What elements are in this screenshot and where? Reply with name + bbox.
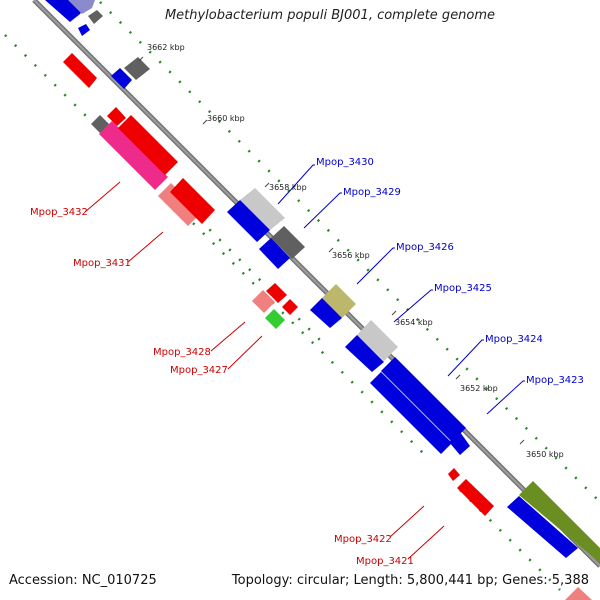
gene-3426-blue — [310, 298, 342, 328]
map-title-text: Methylobacterium populi BJ001, complete … — [164, 8, 496, 23]
gene-label-mpop-3421: Mpop_3421 — [356, 556, 414, 567]
tick-labels: 3662 kbp 3660 kbp 3658 kbp 3656 kbp 3654… — [147, 43, 564, 459]
gene-top-grey — [88, 10, 103, 24]
leader-lines-forward — [277, 164, 525, 415]
gene-3429-blue — [259, 238, 290, 269]
gene-3431-lightred — [158, 183, 201, 226]
gene-red-1 — [63, 53, 97, 88]
accession-text: Accession: NC_010725 — [9, 573, 157, 588]
map-title: Methylobacterium populi BJ001, complete … — [0, 8, 600, 23]
tick-label-3656: 3656 kbp — [332, 251, 370, 260]
gene-label-mpop-3430: Mpop_3430 — [316, 157, 374, 168]
tick-label-3658: 3658 kbp — [269, 183, 307, 192]
gene-3662-blue — [111, 68, 132, 89]
gene-3428-lightred — [252, 290, 275, 313]
gc-track-inner — [4, 34, 561, 591]
tick-label-3652: 3652 kbp — [460, 384, 498, 393]
tick-label-3662: 3662 kbp — [147, 43, 185, 52]
gene-3423-blue — [449, 432, 470, 455]
gene-label-mpop-3427: Mpop_3427 — [170, 365, 228, 376]
gene-label-mpop-3428: Mpop_3428 — [153, 347, 211, 358]
leader-lines-reverse — [84, 181, 445, 560]
gene-label-mpop-3429: Mpop_3429 — [343, 187, 401, 198]
gene-3428-red-b — [282, 299, 298, 315]
genome-backbone — [32, 0, 600, 568]
gene-3424-blue — [381, 357, 466, 442]
gene-3432-pink — [99, 121, 168, 190]
forward-features — [45, 0, 600, 563]
gene-top-lavender — [68, 0, 95, 14]
gene-label-mpop-3426: Mpop_3426 — [396, 242, 454, 253]
gene-label-mpop-3431: Mpop_3431 — [73, 258, 131, 269]
tick-label-3660: 3660 kbp — [207, 114, 245, 123]
gene-labels: Mpop_3430 Mpop_3429 Mpop_3426 Mpop_3425 … — [30, 157, 584, 567]
gene-3650-blue — [507, 496, 578, 558]
tick-label-3650: 3650 kbp — [526, 450, 564, 459]
gene-3431-red — [170, 178, 215, 224]
gene-3429-grey — [271, 226, 305, 259]
gene-3430-lightgrey — [240, 188, 285, 230]
gene-3432-red — [118, 115, 178, 175]
gene-label-mpop-3423: Mpop_3423 — [526, 375, 584, 386]
gene-3422-red — [448, 468, 460, 481]
tick-marks — [138, 56, 525, 445]
genome-summary-text: Topology: circular; Length: 5,800,441 bp… — [231, 573, 589, 588]
gene-olive — [519, 481, 600, 563]
gene-label-mpop-3424: Mpop_3424 — [485, 334, 543, 345]
gene-label-mpop-3432: Mpop_3432 — [30, 207, 88, 218]
gene-3662-grey — [124, 57, 150, 80]
gene-3421-red — [457, 479, 494, 516]
gene-3425-blue — [345, 335, 384, 372]
gene-top-blue-small — [78, 24, 90, 36]
gene-label-mpop-3422: Mpop_3422 — [334, 534, 392, 545]
gene-3424-blue-b — [370, 372, 452, 454]
reverse-features — [63, 53, 592, 600]
gene-3430-blue — [227, 200, 270, 242]
gene-3425-lightgrey — [357, 320, 398, 361]
gene-3428-red — [266, 283, 287, 303]
gene-red-small — [107, 107, 126, 126]
gene-label-mpop-3425: Mpop_3425 — [434, 283, 492, 294]
gene-3426-khaki — [322, 284, 356, 318]
tick-label-3654: 3654 kbp — [395, 318, 433, 327]
gene-3427-green — [265, 309, 285, 329]
gene-corner-lightred — [565, 587, 592, 600]
